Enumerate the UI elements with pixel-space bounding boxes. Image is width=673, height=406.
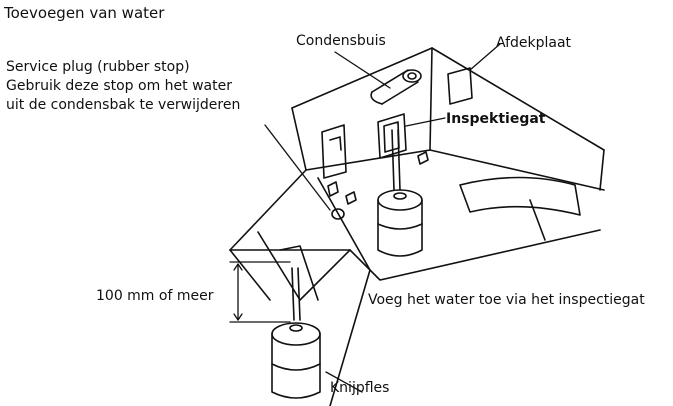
- service-plug-label: Service plug (rubber stop) Gebruik deze …: [6, 58, 240, 115]
- service-plug: [327, 151, 429, 220]
- lower-squeeze-bottle: [271, 245, 321, 399]
- knijpfles-label: Knijpfles: [330, 380, 390, 396]
- bracket: [321, 124, 347, 179]
- side-vent: [459, 176, 581, 241]
- dimension-marker: [229, 261, 291, 323]
- service-plug-line: Gebruik deze stop om het water: [6, 78, 232, 94]
- afdekplaat-label: Afdekplaat: [496, 35, 572, 51]
- diagram-title: Toevoegen van water: [4, 4, 165, 22]
- condensbuis-label: Condensbuis: [296, 33, 386, 49]
- upper-squeeze-bottle: [377, 129, 423, 257]
- service-plug-line: uit de condensbak te verwijderen: [6, 97, 241, 113]
- service-plug-line: Service plug (rubber stop): [6, 59, 190, 75]
- distance-label: 100 mm of meer: [96, 288, 214, 304]
- instruction-label: Voeg het water toe via het inspectiegat: [368, 292, 645, 308]
- unit-housing: [229, 47, 605, 406]
- leader-lines: [264, 43, 501, 393]
- cover-plate: [447, 67, 473, 105]
- inspektiegat-label: Inspektiegat: [446, 111, 546, 127]
- drain-pipe: [370, 69, 422, 105]
